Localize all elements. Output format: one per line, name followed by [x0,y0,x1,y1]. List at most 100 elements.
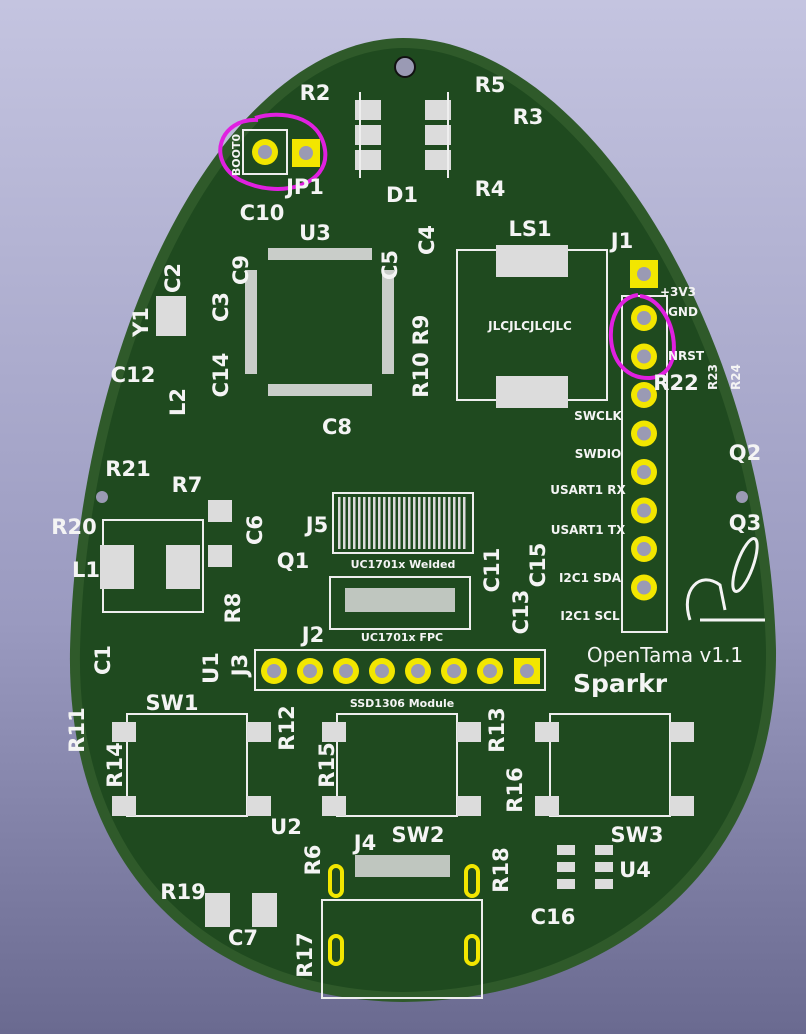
switch-pad [457,796,481,816]
tactile-switch[interactable] [535,713,694,817]
j3-pin-hole [411,664,425,678]
j5-contact [383,497,386,549]
j1-pin-hole [637,580,651,595]
ref-r23: R23 [706,364,720,390]
pin-label-swdio: SWDIO [575,447,622,461]
ref-c16: C16 [531,905,576,929]
j5-contact [378,497,381,549]
j3-pin-hole [375,664,389,678]
ref-r19: R19 [160,880,205,904]
j5-contact [443,497,446,549]
ref-j5: J5 [304,513,328,537]
label-uc1701x-welded: UC1701x Welded [351,558,456,571]
ref-j2: J2 [300,623,324,647]
j5-contact [393,497,396,549]
pin-label-gnd: GND [668,305,698,319]
j5-contact [458,497,461,549]
ref-boot0: BOOT0 [230,134,243,177]
ref-u4: U4 [619,858,651,882]
ref-q1: Q1 [277,549,309,573]
j1-pin-hole [637,388,651,402]
j5-contact [343,497,346,549]
switch-pad [322,722,346,742]
ref-r3: R3 [513,105,544,129]
hang-hole [394,56,416,78]
ref-c5: C5 [378,250,402,280]
usb-j4 [321,855,483,999]
ref-sw3: SW3 [611,823,664,847]
ref-r6: R6 [301,845,325,876]
ref-c3: C3 [209,292,233,322]
j5-contact [368,497,371,549]
ref-y1: Y1 [129,307,153,338]
ref-r7: R7 [172,473,203,497]
j5-contact [403,497,406,549]
annotation-circle-swd [608,293,676,381]
j1-pin-hole [637,311,651,325]
ref-c8: C8 [322,415,352,439]
j5-contact [463,497,466,549]
ref-r18: R18 [489,847,513,892]
ref-r17: R17 [293,932,317,977]
switch-pad [535,796,559,816]
tactile-switch[interactable] [322,713,481,817]
ref-c10: C10 [240,201,285,225]
ref-c6: C6 [243,515,267,545]
inductor-l1 [100,500,232,613]
pin-label-i2c1-scl: I2C1 SCL [560,609,620,623]
diode-d1 [355,92,451,178]
board-author: Sparkr [573,669,668,698]
buzzer-ls1 [456,245,608,408]
j1-pin-hole [637,426,651,441]
pin-label-nrst: NRST [668,349,705,363]
j5-contact [348,497,351,549]
pin-label-3v3: +3V3 [660,285,696,299]
ref-sw1: SW1 [146,691,199,715]
ref-c9: C9 [229,255,253,285]
tactile-switch[interactable] [112,713,271,817]
j5-contact [433,497,436,549]
ref-d1: D1 [386,183,418,207]
switch-pad [112,722,136,742]
ref-c1: C1 [91,645,115,675]
switch-pad [670,722,694,742]
header-j1 [621,260,668,633]
ref-r15: R15 [315,742,339,787]
ref-c11: C11 [480,548,504,593]
switch-pad [457,722,481,742]
ref-r21: R21 [105,457,150,481]
pin-label-usart1-tx: USART1 TX [551,523,626,537]
ref-j3: J3 [228,654,252,678]
cap-c7 [205,893,230,927]
ref-j1: J1 [609,229,633,253]
switch-pad [670,796,694,816]
ref-r14: R14 [103,742,127,787]
ref-ls1: LS1 [508,217,551,241]
header-j3 [254,649,546,691]
ref-q3: Q3 [729,511,761,535]
ic-u4 [557,845,613,889]
j5-contact [338,497,341,549]
j3-pin-hole [267,664,281,678]
ref-r2: R2 [300,81,331,105]
ref-c12: C12 [111,363,156,387]
ref-jp1: JP1 [284,175,324,199]
annotation-circle-boot0 [218,112,328,191]
switch-pad [247,722,271,742]
j5-contact [418,497,421,549]
bunny-logo [685,537,765,622]
j5-contact [388,497,391,549]
j1-pin-hole [637,503,651,518]
j1-pin-hole [637,542,651,556]
connector-j5 [332,492,474,554]
j3-pin-hole [483,664,497,678]
cap-c7-pad [252,893,277,927]
ref-r5: R5 [475,73,506,97]
mount-hole [736,491,748,503]
j5-contact [373,497,376,549]
ref-u1: U1 [199,652,223,684]
ref-j4: J4 [352,831,376,855]
ref-l1: L1 [72,558,100,582]
switch-pad [322,796,346,816]
